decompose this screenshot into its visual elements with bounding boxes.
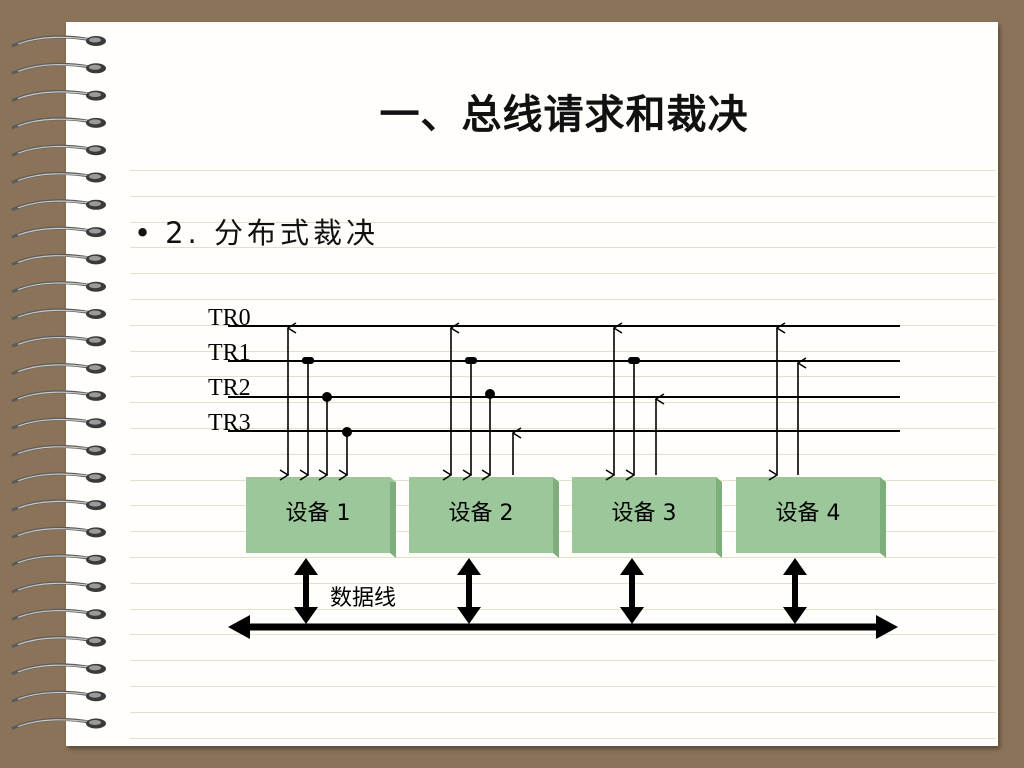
ruled-line (130, 402, 996, 403)
spiral-ring (11, 117, 106, 130)
junction-cap (465, 357, 477, 364)
spiral-ring (11, 281, 106, 294)
ruled-line (130, 196, 996, 197)
junction-dots (302, 357, 640, 437)
ruled-line (130, 351, 996, 352)
device-box (246, 477, 390, 553)
spiral-ring (11, 608, 106, 621)
spiral-ring (11, 35, 106, 48)
junction-dot (485, 389, 495, 399)
junction-cap (628, 357, 640, 364)
ruled-line (130, 738, 996, 739)
ruled-line (130, 634, 996, 635)
data-bus (228, 615, 898, 639)
spiral-ring (11, 390, 106, 403)
bullet-text: 2. 分布式裁决 (165, 216, 379, 250)
ruled-line (130, 273, 996, 274)
data-bus-arrow-right (876, 615, 898, 639)
spiral-ring (11, 253, 106, 266)
device-4: 设备 4 (736, 477, 886, 558)
device-label: 设备 3 (612, 501, 677, 526)
spiral-ring (11, 417, 106, 430)
ruled-line (130, 505, 996, 506)
spiral-ring (11, 444, 106, 457)
device-3: 设备 3 (572, 477, 722, 558)
device-label: 设备 2 (449, 501, 514, 526)
ruled-line (130, 583, 996, 584)
device-1: 设备 1 (246, 477, 396, 558)
device-2: 设备 2 (409, 477, 559, 558)
junction-dot (322, 392, 332, 402)
spiral-ring (11, 526, 106, 539)
ruled-line (130, 557, 996, 558)
data-connector-device-4 (783, 558, 807, 624)
ruled-line (130, 531, 996, 532)
bullet-marker: • (134, 216, 152, 250)
device-label: 设备 1 (286, 501, 351, 526)
spiral-ring (11, 717, 106, 730)
data-connector-device-3 (620, 558, 644, 624)
data-bus-label: 数据线 (330, 586, 396, 611)
junction-dot (342, 427, 352, 437)
ruled-line (130, 428, 996, 429)
ruled-line (130, 247, 996, 248)
ruled-line (130, 376, 996, 377)
spiral-ring (11, 308, 106, 321)
spiral-ring (11, 90, 106, 102)
bullet-item: • 2. 分布式裁决 (134, 210, 379, 252)
device-box (572, 477, 716, 553)
spiral-ring (11, 335, 106, 348)
spiral-ring (11, 472, 106, 485)
data-bus-arrow-left (228, 615, 250, 639)
device-box (409, 477, 553, 553)
ruled-line (130, 660, 996, 661)
spiral-ring (11, 144, 106, 157)
ruled-line (130, 222, 996, 223)
data-connector-device-2 (457, 558, 481, 624)
device-box (736, 477, 880, 553)
ruled-line (130, 170, 996, 171)
ruled-line (130, 609, 996, 610)
ruled-line (130, 299, 996, 300)
spiral-ring (11, 171, 106, 184)
spiral-ring (11, 363, 106, 375)
ruled-line (130, 712, 996, 713)
ruled-line (130, 480, 996, 481)
bus-label-tr3: TR3 (208, 410, 251, 436)
spiral-ring (11, 690, 106, 703)
ruled-line (130, 454, 996, 455)
device-label: 设备 4 (776, 501, 841, 526)
bus-label-tr0: TR0 (208, 305, 251, 331)
spiral-ring (11, 499, 106, 512)
request-lines (288, 328, 798, 475)
spiral-ring (11, 581, 106, 594)
spiral-ring (11, 636, 106, 648)
bus-lines (228, 325, 900, 432)
bus-label-tr1: TR1 (208, 340, 251, 366)
spiral-ring (11, 199, 106, 212)
junction-cap (302, 357, 314, 364)
spiral-ring (11, 62, 106, 75)
ruled-line (130, 686, 996, 687)
spiral-ring (11, 554, 106, 567)
spiral-ring (11, 226, 106, 239)
spiral-ring (11, 663, 106, 676)
data-bus-connectors (294, 558, 807, 624)
spiral-binding (11, 35, 106, 730)
slide-title: 一、总线请求和裁决 (379, 92, 749, 138)
data-connector-device-1 (294, 558, 318, 624)
